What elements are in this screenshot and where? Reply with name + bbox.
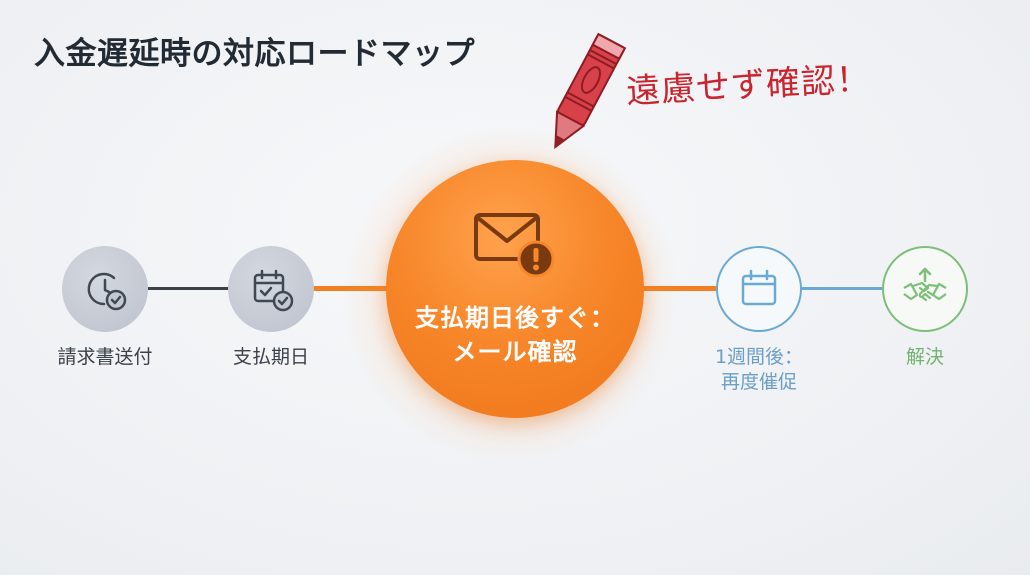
step-invoice-node [62, 246, 148, 332]
connector-line-2 [313, 286, 393, 291]
page-title: 入金遅延時の対応ロードマップ [34, 36, 475, 72]
connector-line-3 [638, 286, 718, 291]
connector-line-1 [148, 287, 232, 290]
crayon-icon [554, 32, 627, 150]
calendar-check-icon [253, 269, 294, 312]
clock-check-icon [87, 272, 127, 311]
step-resolved-node [882, 246, 968, 332]
connector-line-4 [800, 287, 884, 290]
step-email-node [386, 160, 644, 418]
step-due-date-node [228, 246, 314, 332]
step-invoice-label: 請求書送付 [57, 346, 153, 368]
mail-alert-icon [474, 213, 555, 278]
handwritten-note: 遠慮せず確認！ [625, 59, 872, 112]
step-resolved-label: 解決 [905, 346, 944, 368]
step-reminder-label-line1: 1週間後： [714, 346, 804, 368]
step-reminder-node [716, 246, 802, 332]
step-due-date-label: 支払期日 [232, 346, 309, 368]
step-email-label-line2: メール確認 [452, 338, 578, 366]
step-reminder-label-line2: 再度催促 [720, 371, 797, 393]
calendar-icon [741, 269, 777, 306]
step-email-label-line1: 支払期日後すぐ： [415, 304, 615, 332]
handshake-icon [903, 267, 947, 302]
